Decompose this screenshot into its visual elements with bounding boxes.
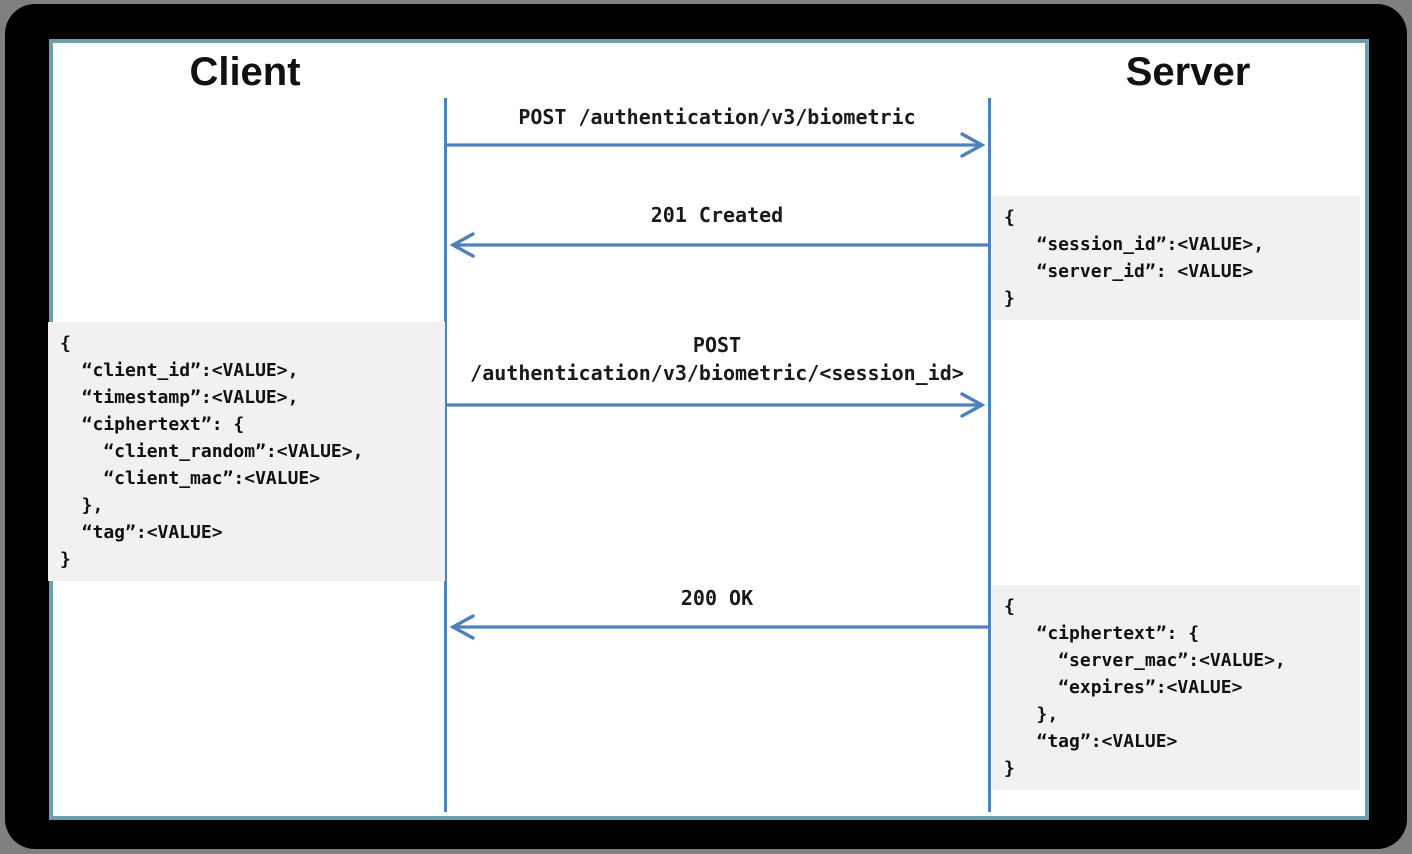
actor-title-server: Server (1125, 50, 1251, 94)
message-label-post-biometric: POST /authentication/v3/biometric (518, 105, 916, 129)
payload-server-ok-body: { “ciphertext”: { “server_mac”:<VALUE>, … (992, 585, 1360, 790)
message-label-post-session: POST /authentication/v3/biometric/<sessi… (470, 333, 964, 385)
payload-client-request-body: { “client_id”:<VALUE>, “timestamp”:<VALU… (48, 322, 445, 581)
payload-server-created-body: { “session_id”:<VALUE>, “server_id”: <VA… (992, 196, 1360, 320)
actor-title-client: Client (189, 50, 301, 94)
message-label-201-created: 201 Created (650, 203, 784, 227)
message-label-200-ok: 200 OK (680, 586, 754, 610)
